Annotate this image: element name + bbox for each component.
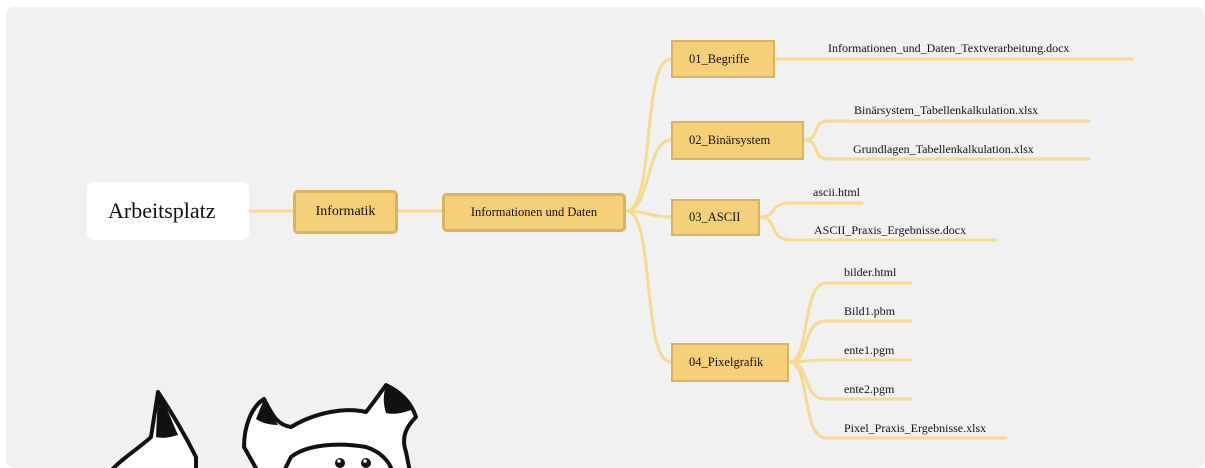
file-binaersystem-xlsx[interactable]: Binärsystem_Tabellenkalkulation.xlsx: [854, 103, 1039, 117]
file-ente1-pgm[interactable]: ente1.pgm: [844, 343, 895, 357]
mascot-illustration: [110, 383, 418, 468]
file-bild1-pbm[interactable]: Bild1.pbm: [844, 304, 896, 318]
file-grundlagen-xlsx[interactable]: Grundlagen_Tabellenkalkulation.xlsx: [853, 142, 1034, 156]
branch-ascii[interactable]: 03_ASCII: [671, 199, 760, 236]
connector-lines: [247, 57, 1135, 440]
file-pixel-praxis-xlsx[interactable]: Pixel_Praxis_Ergebnisse.xlsx: [844, 421, 987, 435]
branch-begriffe[interactable]: 01_Begriffe: [671, 40, 775, 78]
node-informationen-und-daten[interactable]: Informationen und Daten: [442, 193, 626, 232]
root-node[interactable]: Arbeitsplatz: [87, 182, 249, 240]
node-informatik[interactable]: Informatik: [293, 190, 398, 234]
file-ente2-pgm[interactable]: ente2.pgm: [844, 382, 895, 396]
file-ascii-html[interactable]: ascii.html: [813, 185, 860, 199]
branch-pixelgrafik[interactable]: 04_Pixelgrafik: [671, 343, 789, 382]
file-ascii-praxis-docx[interactable]: ASCII_Praxis_Ergebnisse.docx: [814, 223, 967, 237]
file-informationen-docx[interactable]: Informationen_und_Daten_Textverarbeitung…: [828, 41, 1070, 55]
file-bilder-html[interactable]: bilder.html: [844, 265, 897, 279]
branch-binaersystem[interactable]: 02_Binärsystem: [671, 121, 804, 160]
mindmap-canvas: Arbeitsplatz Informatik Informationen un…: [6, 7, 1205, 468]
